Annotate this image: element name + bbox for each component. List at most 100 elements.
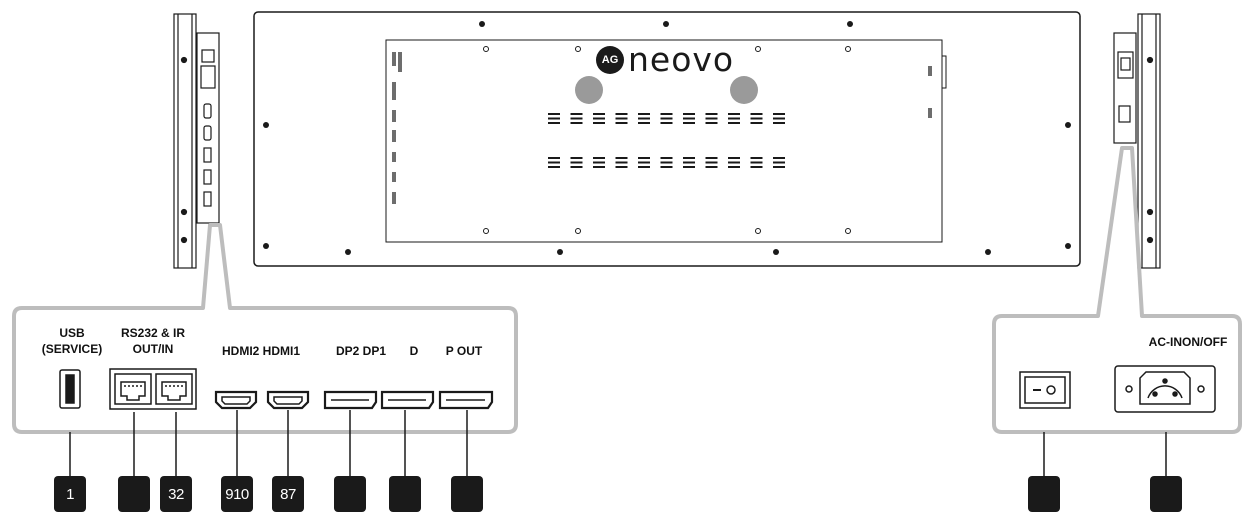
vent-slot (615, 117, 628, 120)
callout-badge-8 (451, 476, 483, 512)
vent-slot (773, 117, 785, 120)
vent-slot (548, 117, 560, 120)
vent-slot (638, 113, 650, 115)
vent-slot (683, 166, 695, 168)
label-rs232-line1: RS232 & IR (120, 326, 186, 340)
label-usb-line2: (SERVICE) (41, 342, 103, 356)
label-hdmi: HDMI2 HDMI1 (221, 344, 300, 358)
label-pout: P OUT (445, 344, 483, 358)
hdmi-ports (214, 390, 310, 410)
vent-slot (593, 113, 605, 115)
brand-mark: AG (596, 46, 624, 74)
callout-badge-10 (1150, 476, 1182, 512)
vent-slot (615, 161, 628, 164)
vent-slot (593, 117, 605, 120)
vent-slot (660, 113, 673, 115)
vent-slot (705, 117, 718, 120)
vent-slot (705, 157, 718, 159)
vent-slot (638, 117, 650, 120)
callout-badge-3: 32 (160, 476, 192, 512)
vent-slot (593, 161, 605, 164)
vent-slot (615, 166, 628, 168)
ac-inlet (1114, 365, 1216, 413)
vent-slot (593, 122, 605, 124)
vent-slot (683, 113, 695, 115)
left-callout-outline (12, 223, 518, 434)
vent-slot (683, 161, 695, 164)
vent-slot (750, 157, 763, 159)
vent-slot (773, 113, 785, 115)
left-side-view (173, 13, 220, 269)
label-d: D (409, 344, 419, 358)
vent-slot (705, 122, 718, 124)
vent-slot (548, 166, 560, 168)
vent-slot (728, 113, 740, 115)
label-rs232-line2: OUT/IN (132, 342, 174, 356)
brand-name: neovo (628, 40, 735, 79)
power-switch (1019, 371, 1071, 409)
vent-slot (638, 161, 650, 164)
vent-slot (615, 113, 628, 115)
vent-slot (638, 157, 650, 159)
callout-badge-6 (334, 476, 366, 512)
callout-badge-7 (389, 476, 421, 512)
callout-badge-1: 1 (54, 476, 86, 512)
vent-slot (683, 157, 695, 159)
label-ac: AC-INON/OFF (1148, 335, 1228, 349)
vent-slot (728, 122, 740, 124)
displayport-ports (323, 390, 494, 410)
rs232-ir-ports (109, 368, 197, 410)
vent-slot (660, 122, 673, 124)
vent-slot (548, 113, 560, 115)
vent-slot (615, 157, 628, 159)
callout-badge-2 (118, 476, 150, 512)
callout-badge-9 (1028, 476, 1060, 512)
vent-slot (570, 122, 583, 124)
right-panel-connectors (1019, 365, 1216, 413)
vent-slot (750, 117, 763, 120)
vent-slot (570, 113, 583, 115)
callout-badge-4: 910 (221, 476, 253, 512)
vent-slot (570, 117, 583, 120)
vent-slot (615, 122, 628, 124)
vent-slot (705, 166, 718, 168)
usb-service-port (59, 369, 81, 409)
vent-slot (728, 161, 740, 164)
right-callout-outline (992, 146, 1242, 434)
vent-slot (705, 113, 718, 115)
vent-slot (705, 161, 718, 164)
label-rs232: RS232 & IR OUT/IN (110, 325, 196, 357)
vent-slot (570, 161, 583, 164)
vent-slot (638, 122, 650, 124)
vent-slot (638, 166, 650, 168)
vent-slot (773, 122, 785, 124)
callout-badge-5: 87 (272, 476, 304, 512)
label-usb-line1: USB (59, 326, 85, 340)
vent-slot (750, 166, 763, 168)
vent-slot (773, 157, 785, 159)
vent-slot (548, 122, 560, 124)
label-dp: DP2 DP1 (335, 344, 387, 358)
vent-slot (750, 122, 763, 124)
left-panel-connectors (59, 368, 494, 410)
vent-slot (548, 161, 560, 164)
vent-slot (773, 166, 785, 168)
brand-logo: AG neovo (596, 40, 734, 80)
vent-slot (660, 157, 673, 159)
right-side-view (1113, 13, 1161, 269)
vent-slot (773, 161, 785, 164)
rear-view (253, 11, 1081, 267)
vent-slot (750, 161, 763, 164)
vent-slot (660, 117, 673, 120)
vent-slot (750, 113, 763, 115)
vent-slot (728, 117, 740, 120)
vent-slot (728, 166, 740, 168)
vent-slot (548, 157, 560, 159)
vent-slot (593, 166, 605, 168)
vent-slot (593, 157, 605, 159)
vent-slot (660, 166, 673, 168)
vent-slot (683, 122, 695, 124)
vent-slot (570, 166, 583, 168)
